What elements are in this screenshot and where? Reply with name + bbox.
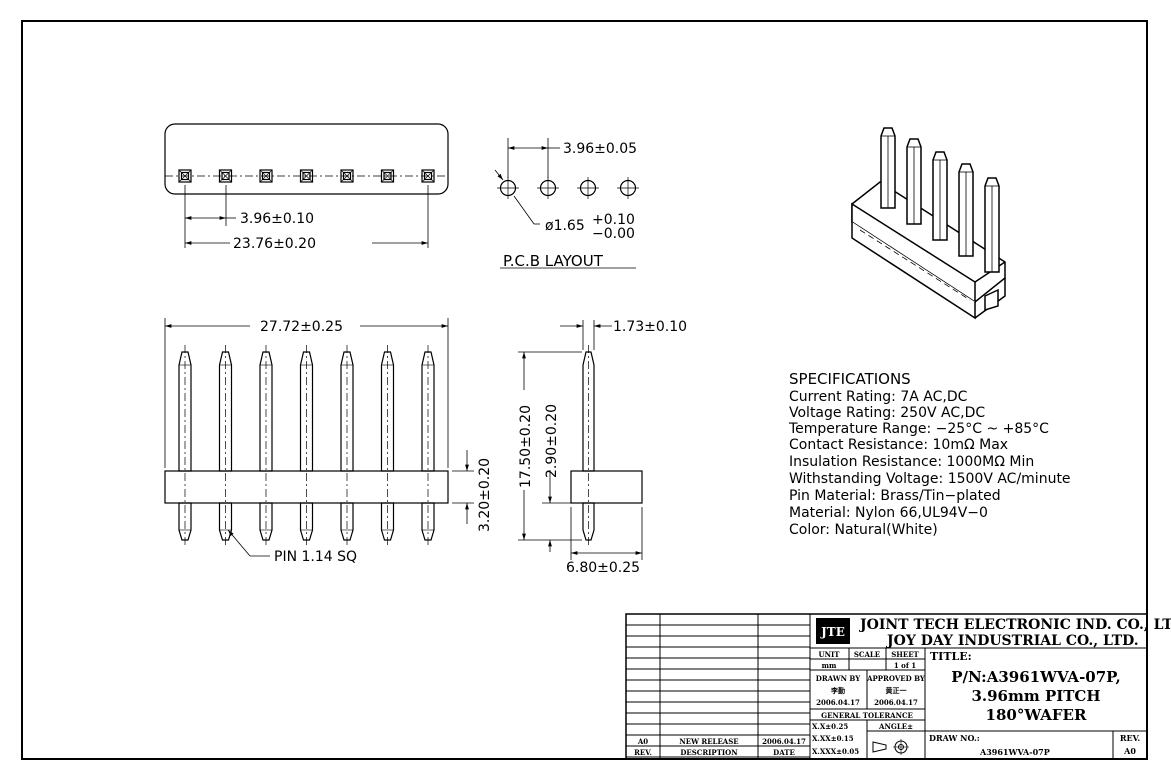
- side-pin-lower: [582, 502, 595, 541]
- rev-header-description: DESCRIPTION: [680, 748, 738, 757]
- pcb-hole-dim: ø1.65: [545, 218, 585, 234]
- iso-pin: [932, 151, 948, 241]
- drawn-by-name: 李勤: [830, 686, 845, 695]
- title-line-1: P/N:A3961WVA-07P,: [951, 668, 1120, 686]
- top-pin: [340, 169, 354, 183]
- pin-size-label: PIN 1.14 SQ: [274, 549, 357, 565]
- iso-pin: [984, 177, 1000, 273]
- pcb-hole: [577, 177, 599, 199]
- top-pin: [178, 169, 192, 183]
- pcb-pitch-dim: 3.96±0.05: [563, 141, 637, 157]
- company-logo-text: JTE: [820, 625, 845, 639]
- scale-label: SCALE: [854, 650, 880, 659]
- company-name-1: JOINT TECH ELECTRONIC IND. CO., LTD.: [858, 617, 1171, 633]
- top-pin: [218, 169, 233, 183]
- spec-line: Material: Nylon 66,UL94V−0: [789, 505, 988, 521]
- title-block: [625, 613, 1148, 760]
- approved-by-name: 黄正一: [886, 686, 907, 695]
- sheet-border: [21, 20, 1148, 760]
- front-body-height-dim: 3.20±0.20: [477, 458, 493, 532]
- company-name-2: JOY DAY INDUSTRIAL CO., LTD.: [885, 633, 1139, 649]
- pcb-layout: [494, 138, 639, 269]
- spec-line: Insulation Resistance: 1000MΩ Min: [789, 454, 1034, 470]
- front-pin: [259, 345, 273, 545]
- front-pins: [178, 345, 435, 545]
- top-view: [164, 123, 449, 248]
- sheet-label: SHEET: [891, 650, 919, 659]
- side-total-height-dim: 17.50±0.20: [518, 405, 534, 488]
- tolerance-3: X.XXX±0.05: [812, 747, 859, 756]
- spec-line: Color: Natural(White): [789, 522, 938, 538]
- spec-line: Pin Material: Brass/Tin−plated: [789, 488, 1001, 504]
- spec-line: Withstanding Voltage: 1500V AC/minute: [789, 471, 1071, 487]
- iso-view: [851, 127, 1006, 320]
- spec-line: Voltage Rating: 250V AC,DC: [789, 405, 985, 421]
- top-pin: [259, 169, 273, 183]
- front-pin: [299, 345, 314, 545]
- side-upper-dim: 2.90±0.20: [544, 404, 560, 478]
- drawn-by-date: 2006.04.17: [816, 698, 860, 707]
- front-pin: [340, 345, 354, 545]
- drawn-by-label: DRAWN BY: [816, 674, 861, 683]
- draw-no-label: DRAW NO.:: [929, 733, 980, 743]
- tolerance-2: X.XX±0.15: [812, 734, 854, 743]
- draw-no-value: A3961WVA-07P: [979, 747, 1050, 757]
- spec-heading: SPECIFICATIONS: [789, 370, 911, 388]
- rev-header-date: DATE: [773, 748, 795, 757]
- pcb-hole-minus: −0.00: [592, 226, 635, 242]
- side-pin-upper: [582, 351, 595, 472]
- projection-symbol: [872, 739, 909, 755]
- side-depth-dim: 6.80±0.25: [566, 560, 640, 576]
- iso-pin: [906, 138, 922, 225]
- front-pin: [421, 345, 435, 545]
- front-length-dim: 27.72±0.25: [260, 319, 343, 335]
- title-label: TITLE:: [930, 650, 972, 663]
- rev-header-rev: REV.: [634, 748, 652, 757]
- side-pin-width-dim: 1.73±0.10: [613, 319, 687, 335]
- unit-value: mm: [822, 661, 837, 670]
- pcb-hole-plus: +0.10: [592, 212, 635, 228]
- side-body: [570, 470, 643, 504]
- iso-pin: [880, 127, 896, 209]
- company-logo: [816, 618, 850, 644]
- top-view-outline: [164, 123, 449, 195]
- rev-row-description: NEW RELEASE: [679, 737, 738, 746]
- rev-value: A0: [1123, 746, 1136, 756]
- angle-label: ANGLE±: [878, 722, 913, 731]
- top-pin: [421, 169, 435, 183]
- tolerance-1: X.X±0.25: [812, 722, 848, 731]
- pcb-hole: [537, 177, 559, 199]
- rev-row-rev: A0: [637, 737, 648, 746]
- top-span-dim: 23.76±0.20: [233, 236, 316, 252]
- rev-label: REV.: [1120, 733, 1141, 743]
- iso-pin: [958, 163, 974, 257]
- top-pitch-dim: 3.96±0.10: [240, 211, 314, 227]
- rev-row-date: 2006.04.17: [762, 737, 806, 746]
- title-line-2: 3.96mm PITCH: [971, 687, 1100, 705]
- approved-by-label: APPROVED BY: [866, 674, 926, 683]
- spec-line: Current Rating: 7A AC,DC: [789, 389, 968, 405]
- top-view-pins: [178, 169, 435, 183]
- front-pin: [380, 345, 395, 545]
- pcb-holes: [497, 177, 639, 199]
- pcb-hole: [497, 177, 519, 199]
- general-tolerance: GENERAL TOLERANCE: [821, 711, 913, 720]
- approved-by-date: 2006.04.17: [874, 698, 918, 707]
- pcb-hole: [617, 177, 639, 199]
- top-pin: [299, 169, 314, 183]
- top-pin: [380, 169, 395, 183]
- specifications: SPECIFICATIONS Current Rating: 7A AC,DC …: [788, 370, 1071, 538]
- pcb-layout-caption: P.C.B LAYOUT: [503, 252, 604, 270]
- front-view: [164, 318, 474, 557]
- spec-line: Contact Resistance: 10mΩ Max: [789, 437, 1008, 453]
- side-view: [518, 320, 643, 560]
- title-line-3: 180°WAFER: [986, 706, 1087, 724]
- unit-label: UNIT: [819, 650, 841, 659]
- iso-pins: [880, 127, 1000, 273]
- front-pin: [218, 345, 233, 545]
- sheet-value: 1 of 1: [894, 661, 916, 670]
- front-pin: [178, 345, 192, 545]
- spec-line: Temperature Range: −25°C ~ +85°C: [788, 421, 1049, 437]
